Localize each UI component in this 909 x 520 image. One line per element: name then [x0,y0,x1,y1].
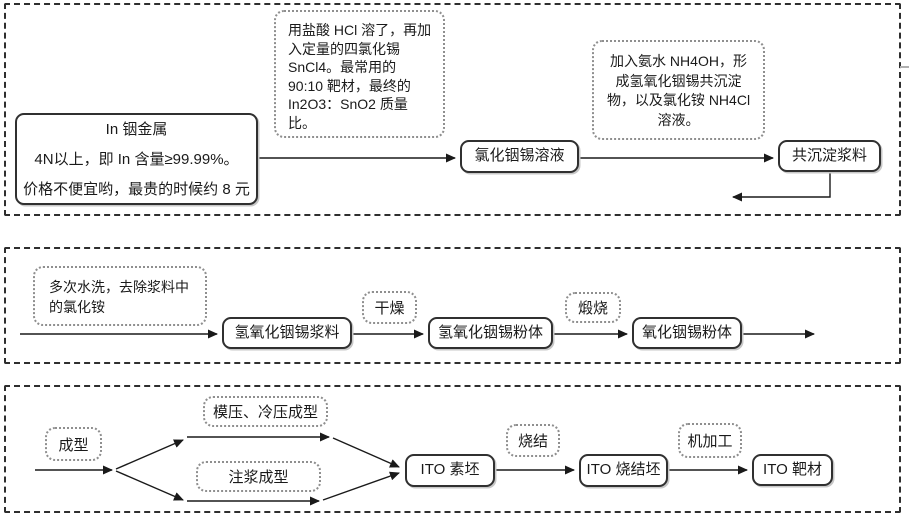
flow-box-ito-target: ITO 靶材 [752,454,833,486]
note-calcining: 煅烧 [565,292,621,323]
note-washing: 多次水洗，去除浆料中 的氯化铵 [33,266,207,326]
flow-box-indium-metal: In 铟金属 4N以上，即 In 含量≥99.99%。 价格不便宜哟，最贵的时候… [15,113,258,205]
note-press-cold-forming: 模压、冷压成型 [203,396,328,427]
arrow-split-to-press-branch [115,439,184,470]
arrow-split-to-slip-branch [115,470,184,501]
note-hcl-dissolve: 用盐酸 HCl 溶了，再加 入定量的四氯化锡 SnCl4。最常用的 90:10 … [274,10,445,138]
section-frame-forming-sintering [4,385,901,513]
flow-box-ito-sintered-body: ITO 烧结坯 [579,454,668,487]
arrow-coprecipitate-return [732,172,831,202]
note-drying: 干燥 [362,291,417,324]
section-frame-powder-preparation [4,247,901,364]
flow-box-hydroxide-slurry: 氢氧化铟锡浆料 [222,317,352,349]
flow-box-ito-green-body: ITO 素坯 [405,454,495,487]
note-nh4oh-precipitation: 加入氨水 NH4OH，形 成氢氧化铟锡共沉淀 物，以及氯化铵 NH4Cl 溶液。 [592,40,765,140]
flow-box-hydroxide-powder: 氢氧化铟锡粉体 [428,317,553,349]
flow-box-chloride-solution: 氯化铟锡溶液 [460,140,579,173]
note-sintering: 烧结 [506,424,560,457]
note-slip-casting: 注浆成型 [196,461,321,492]
arrow-press-branch-to-green [332,437,400,468]
note-machining: 机加工 [678,423,742,458]
arrow-slip-branch-to-green [322,471,400,501]
note-forming: 成型 [45,427,102,461]
flow-box-coprecipitate-slurry: 共沉淀浆料 [778,140,881,172]
section-frame-solution-preparation [4,3,901,216]
flow-box-oxide-powder: 氧化铟锡粉体 [632,317,742,349]
